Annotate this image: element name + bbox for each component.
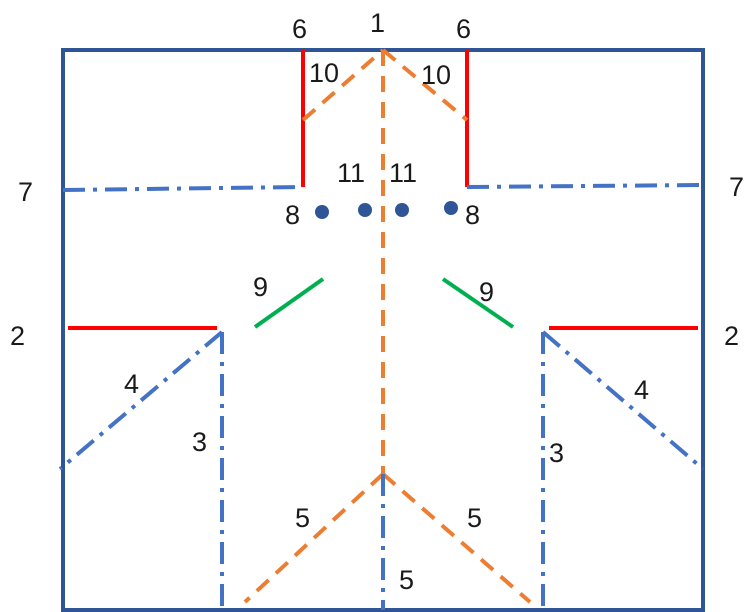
label-top-left-edge: 6	[292, 14, 307, 44]
label-right-red: 2	[724, 321, 739, 351]
label-left-red: 2	[10, 321, 25, 351]
right-blue-dashdot-horizontal	[466, 183, 704, 189]
label-right-vertical: 3	[549, 438, 564, 468]
label-inner-left-dot-pair: 11	[337, 158, 365, 188]
label-left-diag: 4	[124, 369, 139, 399]
bottom-left-orange-diagonal	[243, 472, 385, 604]
top-left-orange-diagonal	[301, 48, 385, 122]
label-outer-left-dot: 8	[285, 200, 300, 230]
left-blue-dashdot-horizontal	[62, 185, 304, 192]
label-inner-right-dot-pair: 11	[389, 158, 417, 188]
label-left-side-line: 7	[18, 177, 33, 207]
dot-inner-right	[395, 203, 409, 217]
right-green-line	[441, 277, 515, 329]
label-outer-right-dot: 8	[465, 200, 480, 230]
top-right-orange-diagonal	[381, 48, 469, 122]
label-right-diag: 4	[634, 375, 649, 405]
label-right-side-line: 7	[729, 172, 744, 202]
dot-outer-left	[315, 205, 329, 219]
bottom-right-orange-diagonal	[381, 472, 532, 604]
label-top-center: 1	[370, 8, 385, 38]
dot-inner-left	[358, 203, 372, 217]
label-left-top-diag: 10	[309, 58, 339, 88]
label-right-green: 9	[479, 277, 494, 307]
left-blue-dashdot-diagonal	[58, 330, 224, 471]
label-bottom-center: 5	[399, 565, 414, 595]
left-green-line	[253, 277, 325, 329]
label-left-vertical: 3	[192, 427, 207, 457]
dot-outer-right	[444, 201, 458, 215]
label-bottom-right-diag: 5	[467, 503, 482, 533]
label-top-right-edge: 6	[456, 14, 471, 44]
label-left-green: 9	[253, 272, 268, 302]
label-bottom-left-diag: 5	[295, 503, 310, 533]
right-blue-dashdot-diagonal	[541, 330, 705, 471]
label-right-top-diag: 10	[421, 60, 451, 90]
